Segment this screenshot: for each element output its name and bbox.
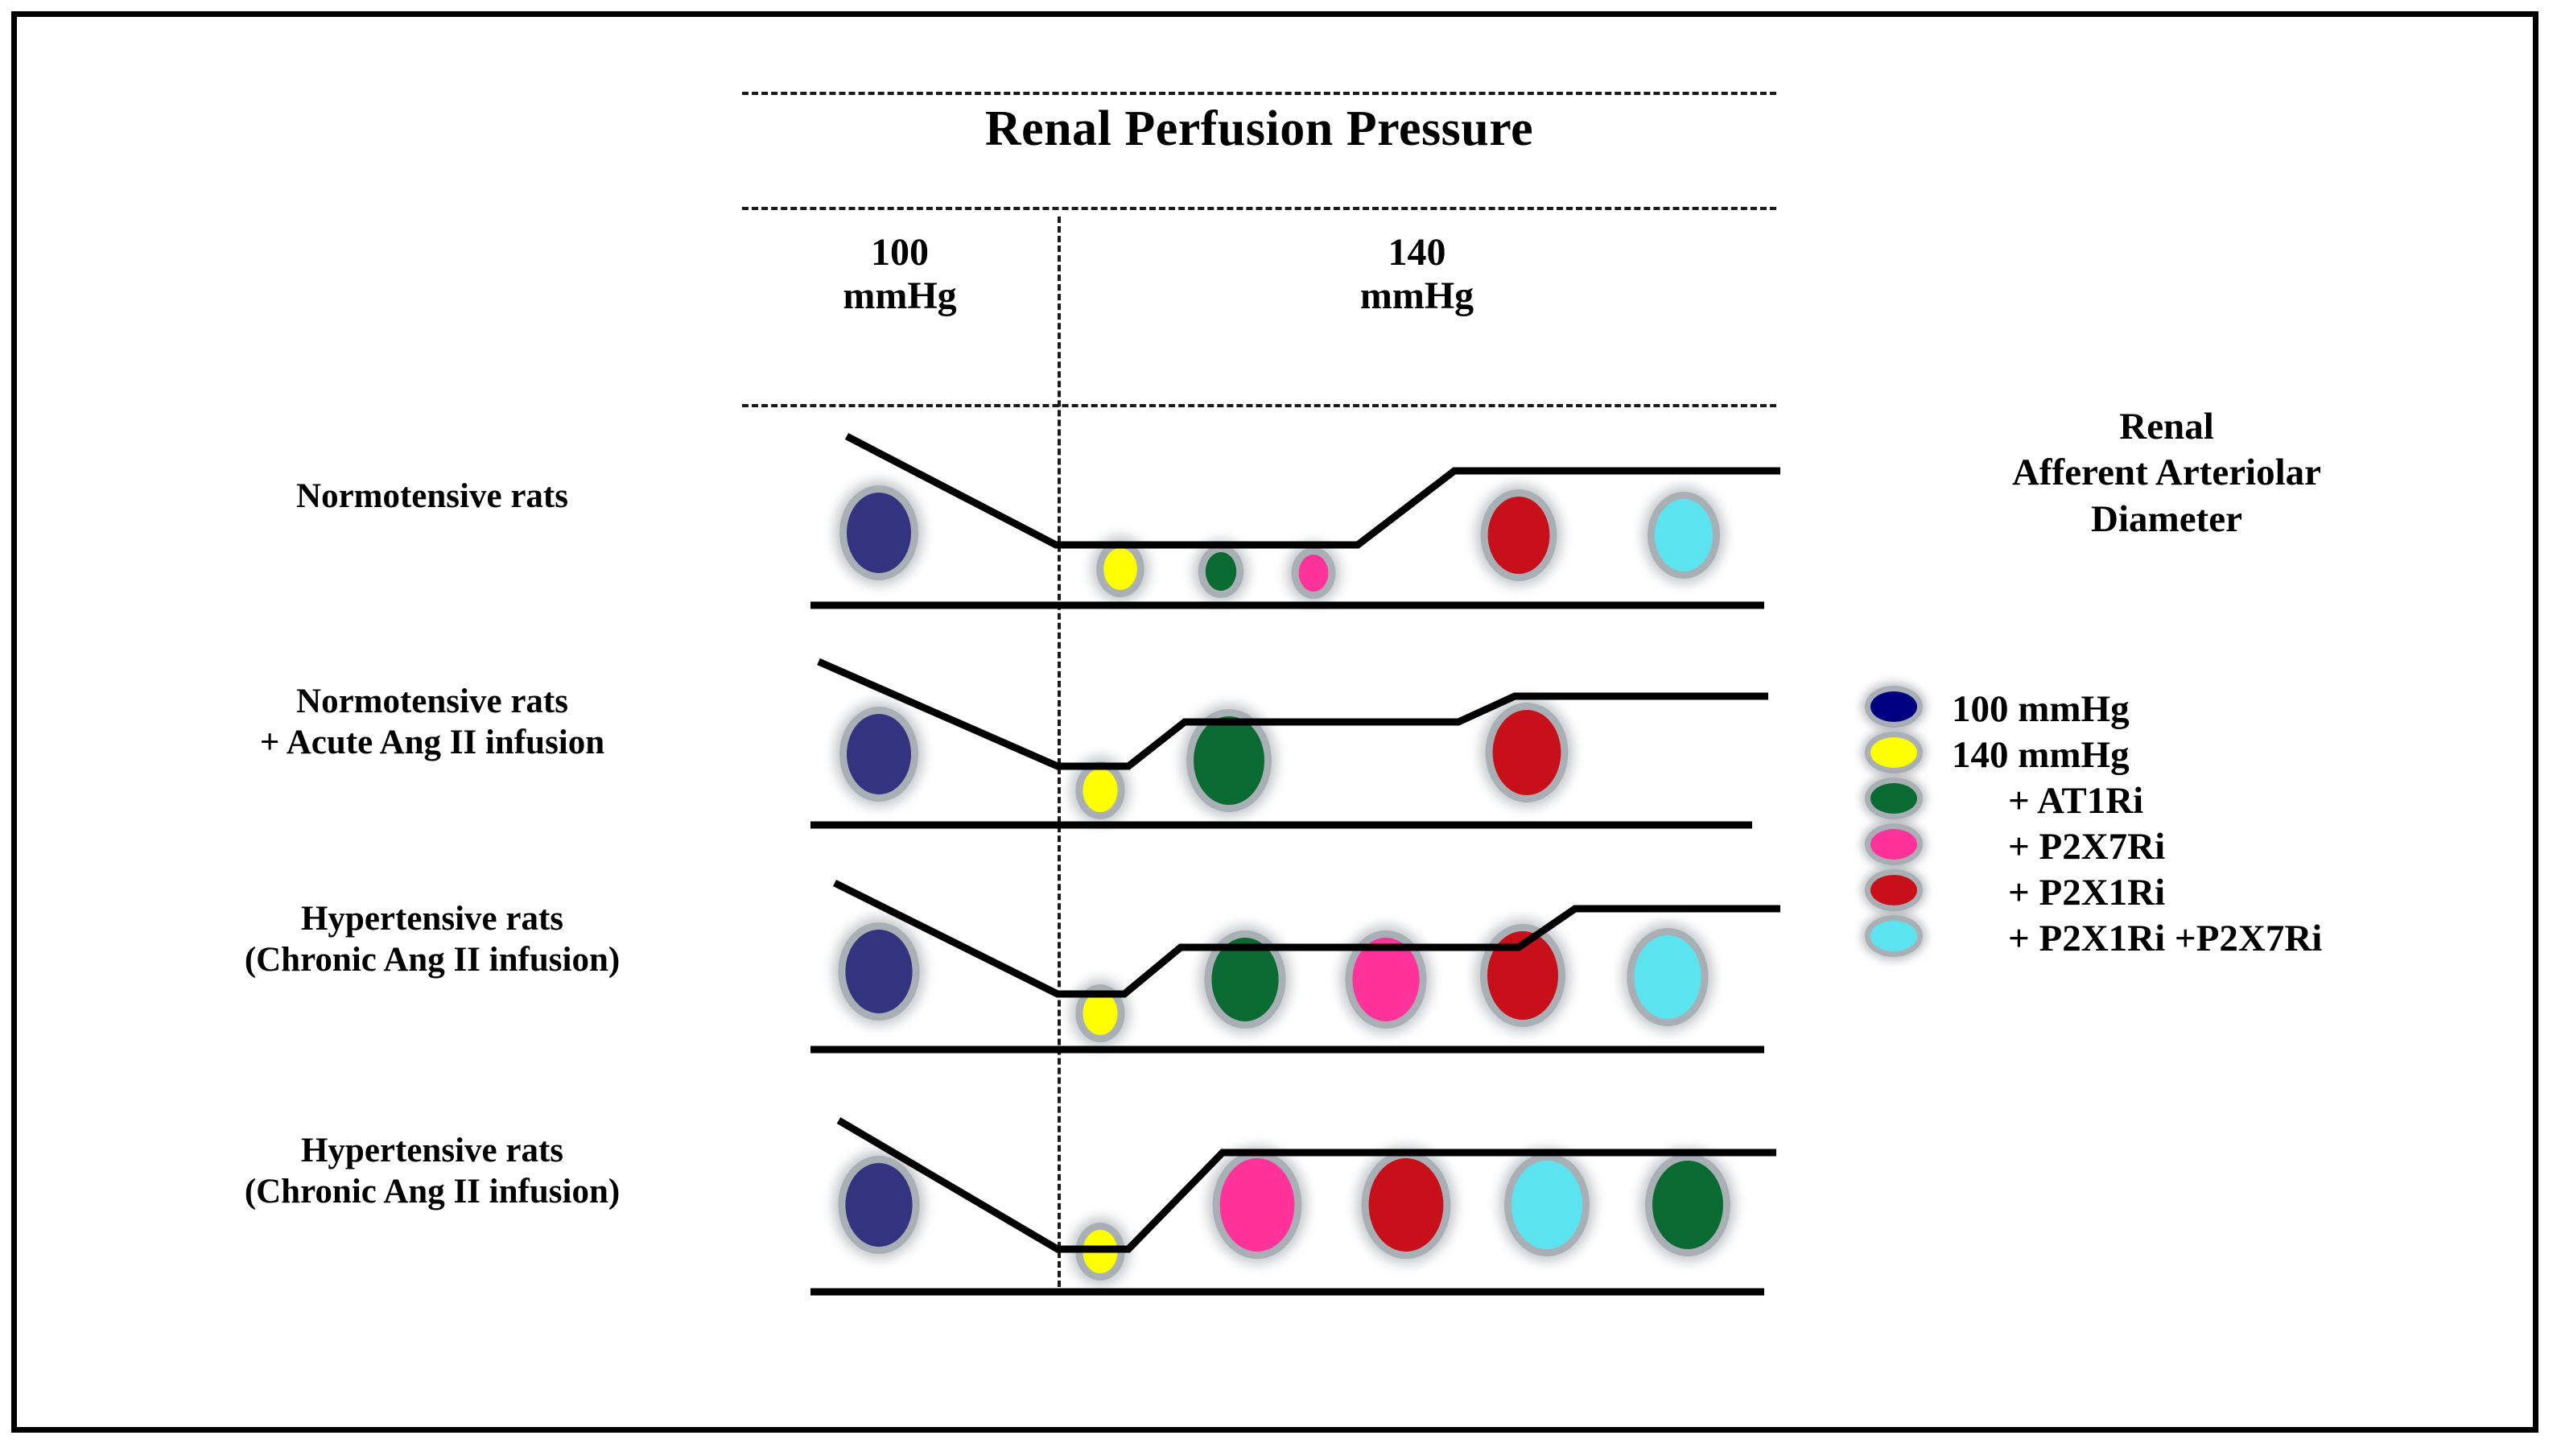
circle--p2x7ri [1298,555,1329,592]
pressure-value-140: 140 [1388,231,1446,274]
vessel-circle [1479,697,1574,808]
legend-title: Renal Afferent Arteriolar Diameter [2011,406,2322,540]
legend-swatch-icon [1865,915,1923,957]
circle-140-mmhg [1083,769,1118,812]
vessel-circle [1621,922,1714,1032]
vessel-circle [832,1150,926,1260]
legend-item-4[interactable]: + P2X1Ri [1865,869,2533,915]
circle--at1ri [1652,1161,1723,1249]
circle--at1ri [1211,938,1279,1021]
legend-item-1[interactable]: 140 mmHg [1865,732,2533,777]
circle--p2x7ri [1352,938,1420,1021]
circle--p2x1ri-p2x7ri [1634,935,1701,1019]
row-label-3: Hypertensive rats (Chronic Ang II infusi… [244,900,621,979]
vessel-circle [1639,1148,1736,1262]
wall-top-row-2 [817,658,1768,770]
header-dashed-line-top [742,92,1776,95]
pressure-unit-100: mmHg [843,274,957,317]
circle--p2x1ri [1492,710,1561,795]
legend-item-label: 100 mmHg [1952,688,2130,730]
circle-100-mmhg [845,930,913,1013]
legend-item-label: + P2X1Ri [2008,872,2166,914]
vessel-circle [1474,484,1563,587]
page-title: Renal Perfusion Pressure [984,101,1534,156]
figure-frame: Renal Perfusion Pressure 100 mmHg 140 mm… [11,11,2538,1433]
legend-swatch-icon [1865,686,1923,728]
pressure-column-100: 100 mmHg [742,231,1058,318]
legend-swatch-icon [1865,823,1923,865]
vessel-circle [1070,1217,1131,1286]
pressure-unit-140: mmHg [1359,274,1474,317]
circle--at1ri [1205,552,1237,591]
legend-swatch-icon [1865,777,1923,819]
circle--at1ri [1194,716,1264,805]
vessel-circle [834,701,924,807]
circle-140-mmhg [1083,1230,1118,1273]
circle-100-mmhg [845,1163,913,1247]
pressure-value-100: 100 [871,231,929,274]
circle--p2x1ri-p2x7ri [1655,499,1713,571]
legend-item-0[interactable]: 100 mmHg [1865,686,2533,732]
vessel-circle [1198,925,1292,1034]
vessel-circle [1091,535,1150,603]
legend-item-label: 140 mmHg [1952,734,2130,776]
row-label-4: Hypertensive rats (Chronic Ang II infusi… [244,1132,621,1211]
circle-140-mmhg [1103,548,1137,590]
legend-item-2[interactable]: + AT1Ri [1865,777,2533,823]
vessel-circle [1474,918,1571,1033]
vessel-circle [832,917,926,1026]
circle-100-mmhg [847,714,911,794]
legend-item-label: + AT1Ri [2008,780,2144,822]
vessel-circle [1206,1145,1308,1264]
row-label-1: Normotensive rats [296,477,568,515]
vessel-circle [1499,1148,1595,1262]
pressure-column-140: 140 mmHg [1058,231,1776,318]
header-dashed-line-bottom [742,404,1776,407]
circle--p2x1ri [1487,497,1550,574]
vessel-circle [1642,486,1726,584]
circle-140-mmhg [1083,992,1118,1035]
circle--p2x7ri [1219,1158,1295,1252]
legend-item-3[interactable]: + P2X7Ri [1865,823,2533,869]
legend-item-label: + P2X1Ri +P2X7Ri [2008,918,2323,959]
header-dashed-line-middle [742,207,1776,210]
circle--p2x1ri [1487,931,1558,1020]
legend-swatch-icon [1865,732,1923,773]
vessel-circle [834,480,924,586]
vessel-circle [1181,703,1277,818]
circle--p2x1ri [1368,1158,1444,1252]
vessel-circle [1355,1145,1457,1264]
row-label-2: Normotensive rats + Acute Ang II infusio… [259,683,605,761]
wall-top-row-4 [836,1117,1776,1253]
vessel-circle [1070,756,1131,825]
legend-item-label: + P2X7Ri [2008,826,2166,868]
vessel-circle [1339,925,1433,1034]
legend-item-5[interactable]: + P2X1Ri +P2X7Ri [1865,915,2533,961]
vessel-circle [1192,539,1250,604]
vessel-circle [1285,542,1342,604]
pressure-column-divider [1058,217,1061,1287]
wall-top-row-3 [832,879,1780,998]
circle-100-mmhg [847,493,911,573]
vessel-circle [1070,979,1131,1048]
wall-top-row-1 [844,433,1780,549]
circle--p2x1ri-p2x7ri [1511,1161,1582,1249]
legend-swatch-icon [1865,869,1923,911]
